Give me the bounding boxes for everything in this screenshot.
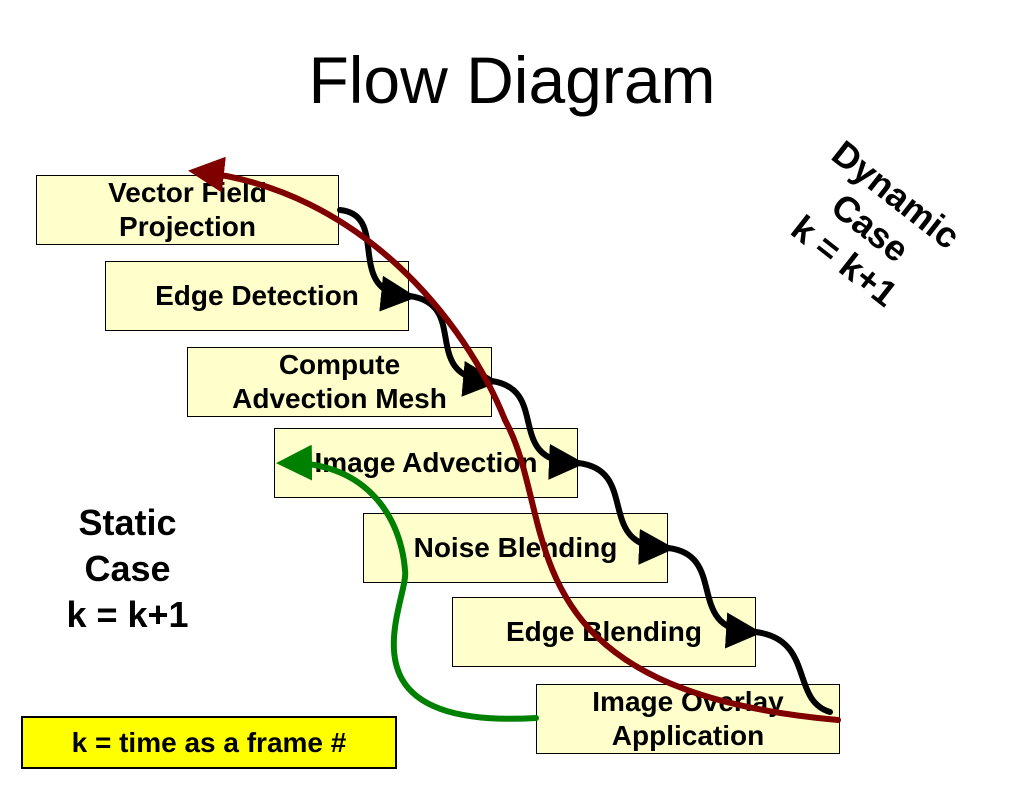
step-edge-detection: Edge Detection (105, 261, 409, 331)
step-edge-blending: Edge Blending (452, 597, 756, 667)
step-image-overlay-application: Image Overlay Application (536, 684, 840, 754)
time-definition-note: k = time as a frame # (21, 716, 397, 769)
dynamic-case-label: Dynamic Case k = k+1 (783, 132, 968, 315)
step-noise-blending: Noise Blending (363, 513, 668, 583)
static-case-label: Static Case k = k+1 (66, 502, 189, 635)
static-loop-arrow (276, 444, 539, 722)
step-vector-field-projection: Vector Field Projection (36, 175, 339, 245)
step-compute-advection-mesh: Compute Advection Mesh (187, 347, 492, 417)
step-image-advection: Image Advection (274, 428, 578, 498)
page-title: Flow Diagram (308, 43, 716, 117)
